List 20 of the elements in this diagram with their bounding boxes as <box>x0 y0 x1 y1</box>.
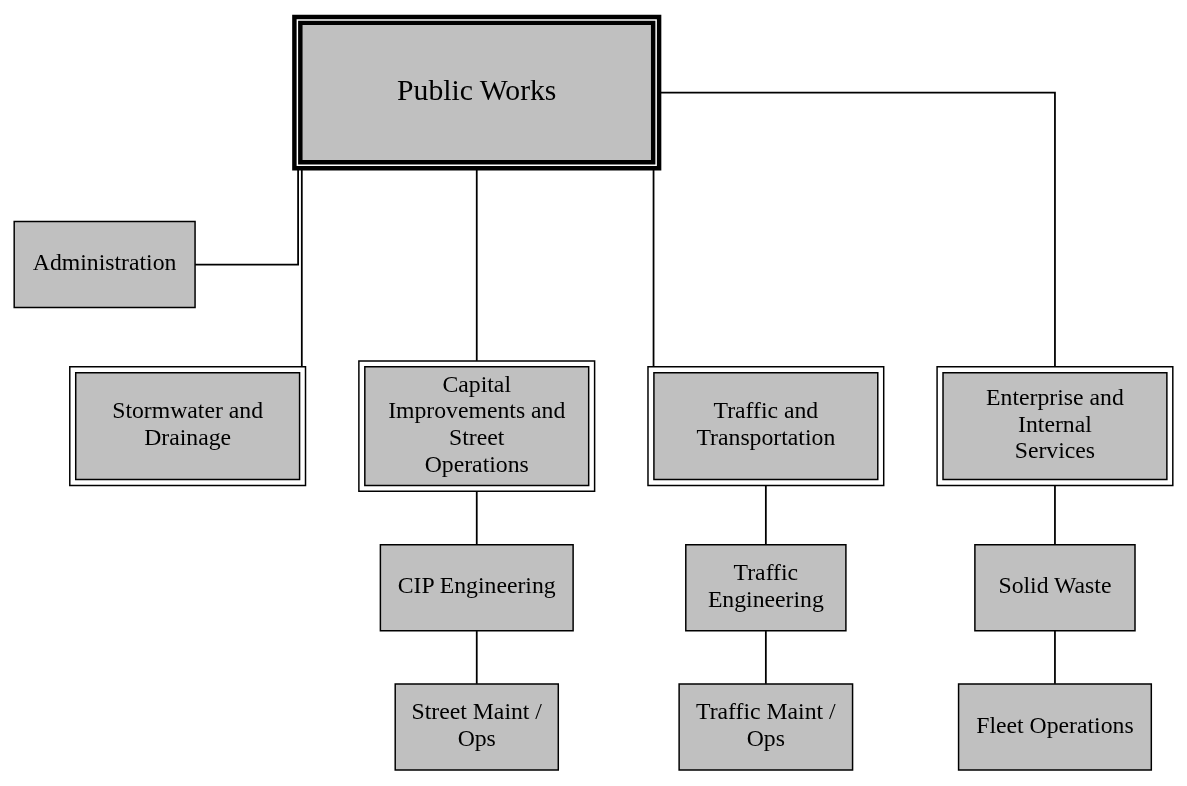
node-box: Street Maint / Ops <box>394 682 560 771</box>
node-box: Traffic Maint / Ops <box>678 682 854 771</box>
node-box: Enterprise and Internal Services <box>936 365 1174 486</box>
node-box: Public Works <box>292 14 662 170</box>
node-box: CIP Engineering <box>379 543 574 631</box>
connector <box>1054 484 1056 545</box>
node-box: Stormwater and Drainage <box>69 365 307 486</box>
node-box: Solid Waste <box>974 543 1136 631</box>
node-box: Traffic Engineering <box>685 543 847 631</box>
node-box: Fleet Operations <box>957 682 1153 771</box>
connector <box>475 629 478 685</box>
connector <box>475 490 478 545</box>
connector <box>194 167 299 265</box>
connector <box>658 91 1056 367</box>
node-box: Traffic and Transportation <box>647 365 885 486</box>
connector <box>1054 629 1056 685</box>
connector <box>764 629 767 685</box>
connector <box>764 484 767 545</box>
node-box: Capital Improvements and Street Operations <box>358 359 596 492</box>
node-box: Administration <box>13 220 196 308</box>
